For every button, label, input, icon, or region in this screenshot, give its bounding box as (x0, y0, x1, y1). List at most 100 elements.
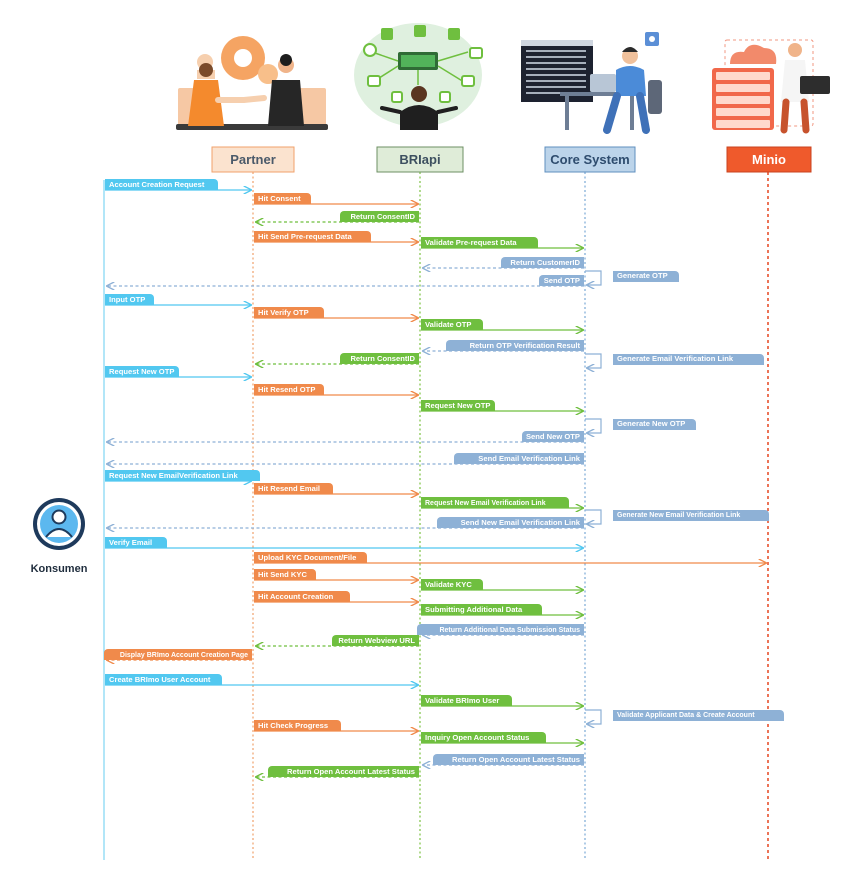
message-label: Return CustomerID (510, 258, 580, 267)
message-1: Hit Consent (254, 193, 418, 204)
user-icon (45, 509, 73, 538)
message-4: Validate Pre-request Data (421, 237, 583, 248)
message-label: Validate KYC (425, 580, 472, 589)
participant-minio: Minio (726, 146, 812, 173)
message-label: Request New Email Verification Link (425, 500, 546, 507)
message-label-box (254, 384, 324, 395)
message-7: Send OTP (107, 275, 584, 286)
message-30: Submitting Additional Data (421, 604, 583, 615)
message-label-box (105, 294, 154, 305)
message-31: Return Additional Data Submission Status (417, 624, 584, 635)
message-14: Request New OTP (105, 366, 251, 377)
message-label-box (105, 179, 218, 190)
message-label: Account Creation Request (109, 180, 205, 189)
message-label: Create BRImo User Account (109, 675, 211, 684)
message-20: Request New EmailVerification Link (105, 470, 260, 481)
message-label: Upload KYC Document/File (258, 553, 356, 562)
message-label-box (454, 453, 584, 464)
message-label-box (254, 569, 316, 580)
participant-core: Core System (544, 146, 636, 173)
message-label-box (613, 710, 784, 721)
message-9: Hit Verify OTP (254, 307, 418, 318)
participant-box-briapi (376, 146, 464, 173)
developer-coding-illustration (521, 32, 662, 134)
message-28: Validate KYC (421, 579, 583, 590)
participant-box-partner (211, 146, 295, 173)
message-17: Generate New OTP (585, 418, 696, 433)
message-39: Return Open Account Latest Status (423, 754, 584, 765)
message-label: Return Webview URL (338, 636, 415, 645)
participant-box-core (544, 146, 636, 173)
api-network-illustration (354, 23, 483, 130)
message-label: Input OTP (109, 295, 145, 304)
message-label: Hit Send KYC (258, 570, 307, 579)
message-label: Send New Email Verification Link (461, 518, 581, 527)
message-38: Inquiry Open Account Status (421, 732, 583, 743)
message-label: Request New OTP (109, 367, 174, 376)
message-21: Hit Resend Email (254, 483, 418, 494)
message-label: Generate New OTP (617, 419, 685, 428)
message-12: Generate Email Verification Link (585, 353, 764, 368)
message-label-box (613, 510, 769, 521)
message-label: Generate New Email Verification Link (617, 512, 740, 519)
message-label-box (254, 552, 367, 563)
message-arrow (585, 509, 602, 524)
message-27: Hit Send KYC (254, 569, 418, 580)
message-label-box (104, 649, 252, 660)
message-label-box (254, 720, 341, 731)
handshake-illustration (176, 36, 328, 130)
message-label-box (340, 353, 419, 364)
message-label: Hit Send Pre-request Data (258, 232, 352, 241)
message-label: Send OTP (544, 276, 580, 285)
message-label-box (421, 497, 569, 508)
message-label-box (421, 237, 538, 248)
message-label: Return Open Account Latest Status (287, 767, 415, 776)
message-label: Hit Resend Email (258, 484, 320, 493)
message-label: Return ConsentID (350, 354, 415, 363)
message-label-box (105, 537, 167, 548)
message-label: Hit Account Creation (258, 592, 334, 601)
konsumen-actor: Konsumen (31, 498, 88, 575)
message-36: Validate Applicant Data & Create Account (585, 709, 784, 724)
participant-label-core: Core System (550, 152, 629, 167)
message-label-box (254, 193, 311, 204)
message-arrow (585, 418, 602, 433)
message-label-box (421, 400, 495, 411)
message-label: Send Email Verification Link (478, 454, 580, 463)
message-25: Verify Email (105, 537, 583, 548)
message-arrow (585, 709, 602, 724)
message-label: Hit Resend OTP (258, 385, 315, 394)
message-label-box (421, 732, 546, 743)
message-label: Return Additional Data Submission Status (439, 627, 580, 634)
message-label: Submitting Additional Data (425, 605, 523, 614)
message-label-box (105, 674, 222, 685)
message-label-box (332, 635, 419, 646)
message-label: Display BRImo Account Creation Page (120, 652, 248, 659)
message-label-box (501, 257, 584, 268)
message-arrow (585, 353, 602, 368)
message-24: Send New Email Verification Link (107, 517, 584, 528)
message-19: Send Email Verification Link (107, 453, 584, 464)
message-label: Inquiry Open Account Status (425, 733, 529, 742)
message-label-box (254, 591, 350, 602)
message-29: Hit Account Creation (254, 591, 418, 602)
message-2: Return ConsentID (256, 211, 419, 222)
participant-box-minio (726, 146, 812, 173)
message-15: Hit Resend OTP (254, 384, 418, 395)
message-label-box (522, 431, 584, 442)
message-label-box (446, 340, 584, 351)
message-label: Hit Consent (258, 194, 301, 203)
message-16: Request New OTP (421, 400, 583, 411)
message-label: Generate OTP (617, 271, 668, 280)
participant-label-briapi: BRIapi (399, 152, 440, 167)
message-40: Return Open Account Latest Status (256, 766, 419, 777)
message-label-box (613, 419, 696, 430)
message-label: Send New OTP (526, 432, 580, 441)
message-label-box (254, 307, 324, 318)
message-37: Hit Check Progress (254, 720, 418, 731)
actor-label: Konsumen (31, 563, 88, 575)
message-label: Validate Pre-request Data (425, 238, 517, 247)
message-3: Hit Send Pre-request Data (254, 231, 418, 242)
message-8: Input OTP (105, 294, 251, 305)
